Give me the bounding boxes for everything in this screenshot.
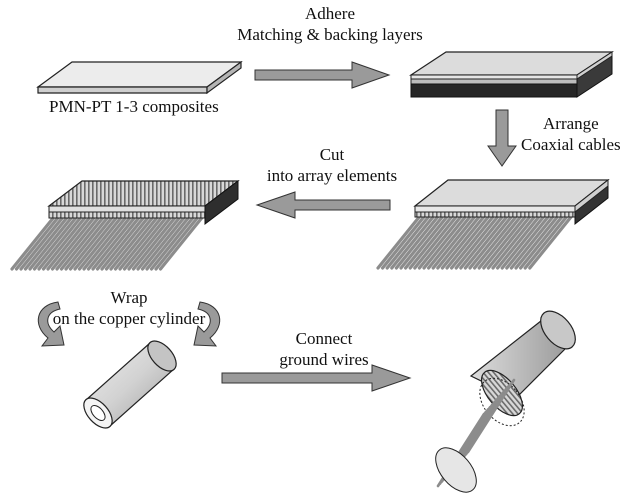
coaxial-cable bbox=[404, 214, 450, 270]
cylindrical-array-transducer bbox=[435, 310, 576, 493]
coaxial-cable bbox=[46, 215, 92, 271]
coaxial-cable bbox=[491, 214, 537, 270]
coaxial-cable bbox=[466, 378, 516, 454]
coaxial-cable bbox=[417, 214, 463, 270]
arrange-label: Arrange bbox=[543, 114, 599, 133]
coaxial-cable bbox=[113, 215, 160, 271]
coaxial-cable bbox=[413, 214, 459, 270]
coaxial-cable bbox=[385, 214, 431, 270]
coaxial-cable bbox=[496, 214, 542, 270]
coaxial-cable bbox=[118, 215, 164, 271]
coaxial-cable bbox=[140, 215, 187, 271]
coaxial-cable bbox=[440, 214, 486, 270]
diced-array bbox=[10, 179, 240, 271]
coaxial-cable bbox=[422, 214, 468, 270]
coaxial-cable bbox=[86, 215, 133, 271]
coaxial-cable bbox=[104, 215, 151, 271]
rotate-arrow-right-icon bbox=[193, 301, 221, 347]
coaxial-cable bbox=[408, 214, 454, 270]
coaxial-cable bbox=[37, 215, 83, 271]
coaxial-cable bbox=[505, 214, 551, 270]
coaxial-cable bbox=[82, 215, 128, 271]
coaxial-cable bbox=[149, 215, 196, 271]
stacked-plate bbox=[408, 51, 615, 98]
coaxial-cable bbox=[463, 214, 509, 270]
ground-wires-label: ground wires bbox=[279, 350, 368, 369]
coaxial-cable bbox=[19, 215, 65, 271]
coaxial-cable bbox=[468, 214, 514, 270]
coaxial-cable bbox=[528, 214, 574, 270]
arrange-arrow bbox=[487, 109, 517, 167]
coaxial-cable-bundle bbox=[376, 214, 574, 270]
coaxial-cable bbox=[454, 214, 500, 270]
coaxial-cable bbox=[145, 215, 191, 271]
coaxial-cable bbox=[477, 214, 523, 270]
composite-plate bbox=[36, 60, 243, 95]
coaxial-cable bbox=[390, 214, 436, 270]
coaxial-cable bbox=[41, 215, 88, 271]
coaxial-cable bbox=[95, 215, 142, 271]
coaxial-cable bbox=[473, 214, 519, 270]
coaxial-cable bbox=[459, 214, 505, 270]
coaxial-cable bbox=[450, 214, 496, 270]
coaxial-cable bbox=[445, 214, 491, 270]
coaxial-cable bbox=[55, 215, 101, 271]
coaxial-cable bbox=[68, 215, 115, 271]
coaxial-cable bbox=[91, 215, 137, 271]
coaxial-cable bbox=[500, 214, 546, 270]
coaxial-cable bbox=[131, 215, 178, 271]
coaxial-cable bbox=[394, 214, 440, 270]
coaxial-cable bbox=[158, 215, 205, 271]
composites-label: PMN-PT 1-3 composites bbox=[49, 97, 219, 116]
coaxial-cable bbox=[64, 215, 110, 271]
coaxial-cable bbox=[100, 215, 146, 271]
adhere-label: Adhere bbox=[305, 4, 355, 23]
coaxial-cable bbox=[509, 214, 556, 270]
coaxial-cable bbox=[523, 214, 569, 270]
coaxial-cable bbox=[136, 215, 182, 271]
coaxial-cable bbox=[127, 215, 173, 271]
wrap-label: Wrap bbox=[110, 288, 147, 307]
matching-backing-label: Matching & backing layers bbox=[237, 25, 423, 44]
coaxial-cable bbox=[23, 215, 70, 271]
coaxial-cable bbox=[376, 214, 422, 270]
coaxial-cable bbox=[109, 215, 155, 271]
coaxial-cable bbox=[482, 214, 528, 270]
connect-label: Connect bbox=[296, 329, 353, 348]
array-elements-label: into array elements bbox=[267, 166, 397, 185]
coaxial-cable bbox=[436, 214, 482, 270]
coaxial-cable bbox=[28, 215, 74, 271]
coaxial-cable bbox=[154, 215, 200, 271]
connect-arrow bbox=[221, 364, 412, 392]
coaxial-cable bbox=[427, 214, 473, 270]
coaxial-cable bbox=[514, 214, 560, 270]
copper-cylinder-label: on the copper cylinder bbox=[53, 309, 206, 328]
adhere-arrow bbox=[254, 61, 391, 89]
coaxial-cable bbox=[486, 214, 533, 270]
coaxial-cable bbox=[50, 215, 97, 271]
cut-arrow bbox=[255, 191, 391, 219]
cut-label: Cut bbox=[320, 145, 345, 164]
coaxial-cable bbox=[59, 215, 106, 271]
coaxial-label: Coaxial cables bbox=[521, 135, 621, 154]
coaxial-cable bbox=[73, 215, 119, 271]
coaxial-cable bbox=[10, 215, 56, 271]
array-cable-bundle bbox=[10, 215, 205, 271]
coaxial-cable bbox=[431, 214, 477, 270]
plate-with-cables bbox=[376, 178, 610, 270]
coaxial-cable bbox=[77, 215, 124, 271]
coaxial-cable bbox=[399, 214, 445, 270]
coaxial-cable bbox=[381, 214, 427, 270]
coaxial-cable bbox=[32, 215, 79, 271]
coaxial-cable bbox=[518, 214, 565, 270]
coaxial-cable bbox=[14, 215, 61, 271]
copper-cylinder bbox=[83, 340, 177, 429]
rotate-arrow-left-icon bbox=[37, 301, 65, 347]
coaxial-cable bbox=[122, 215, 169, 271]
